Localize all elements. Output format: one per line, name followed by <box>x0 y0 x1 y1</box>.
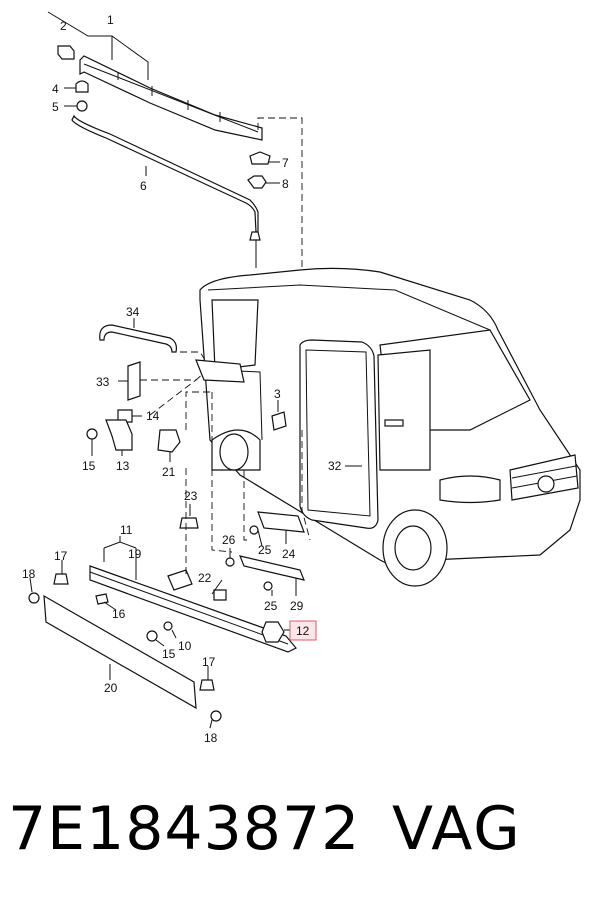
callout-19: 19 <box>128 547 142 561</box>
callout-4: 4 <box>52 82 59 96</box>
callout-15: 15 <box>82 459 96 473</box>
part-12-roller <box>261 621 285 643</box>
part-15b-bolt <box>146 630 158 642</box>
part-21-holder <box>157 429 181 453</box>
callout-25a: 25 <box>258 543 272 557</box>
callout-33: 33 <box>96 375 110 389</box>
part-8-nut <box>247 175 267 189</box>
part-18-screw <box>28 592 40 604</box>
callout-13: 13 <box>116 459 130 473</box>
callout-8: 8 <box>282 177 289 191</box>
van-illustration <box>199 267 581 587</box>
part-3-bracket <box>271 411 287 431</box>
part-4-clip <box>75 80 89 93</box>
part-17-clip <box>53 573 69 585</box>
callout-17a: 17 <box>54 549 68 563</box>
brand-label: VAG <box>392 794 522 864</box>
roof-rail-assembly <box>47 11 303 340</box>
callout-18b: 18 <box>204 731 218 745</box>
upper-left-parts <box>86 318 245 462</box>
callout-3: 3 <box>274 387 281 401</box>
part-13-bracket <box>105 419 133 451</box>
callout-20: 20 <box>104 681 118 695</box>
callout-1: 1 <box>107 13 114 27</box>
part-7-clip <box>249 151 271 165</box>
callout-12-highlighted: 12 <box>296 624 310 638</box>
part-15-bolt <box>86 428 98 440</box>
part-33-guide <box>127 361 141 401</box>
callout-25b: 25 <box>264 599 278 613</box>
callout-2: 2 <box>60 19 67 33</box>
part-22-carriage <box>167 569 193 591</box>
middle-parts <box>89 392 311 653</box>
part-14-roller <box>117 409 133 423</box>
part-16-clip <box>95 593 109 605</box>
callout-24: 24 <box>282 547 296 561</box>
parts-diagram: 1 2 4 5 6 7 8 34 33 14 15 13 21 3 32 23 … <box>22 11 581 745</box>
callout-7: 7 <box>282 156 289 170</box>
callout-29: 29 <box>290 599 304 613</box>
callout-5: 5 <box>52 100 59 114</box>
part-34-seal <box>99 324 177 353</box>
part-29-rail <box>239 555 305 581</box>
part-23-cap <box>179 517 199 529</box>
callout-23: 23 <box>184 489 198 503</box>
part-10-bolt <box>163 621 173 631</box>
callout-15b: 15 <box>162 647 176 661</box>
callout-14: 14 <box>146 409 160 423</box>
callout-22: 22 <box>198 571 212 585</box>
callout-32: 32 <box>328 459 342 473</box>
callout-26: 26 <box>222 533 236 547</box>
part-20-cover <box>43 594 197 710</box>
callout-11: 11 <box>120 523 133 537</box>
part-5-screw <box>76 100 88 112</box>
door-opening <box>299 339 379 529</box>
lower-left-parts <box>28 536 222 729</box>
part-number: 7E1843872 <box>8 794 361 864</box>
callout-21: 21 <box>162 465 176 479</box>
callout-17b: 17 <box>202 655 216 669</box>
callout-10: 10 <box>178 639 192 653</box>
callout-16: 16 <box>112 607 126 621</box>
callout-6: 6 <box>140 179 147 193</box>
callout-18a: 18 <box>22 567 36 581</box>
callout-34: 34 <box>126 305 140 319</box>
part-2-cap <box>57 45 75 60</box>
part-24-bracket <box>257 511 305 533</box>
highlight-box-12 <box>289 620 317 641</box>
